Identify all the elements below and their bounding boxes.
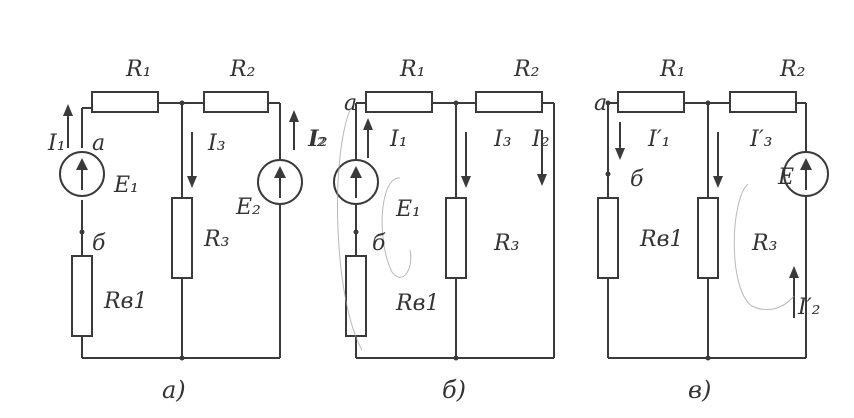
diagram-b-loop-sketch	[381, 177, 412, 278]
diagram-a-node-top	[179, 100, 185, 106]
diagram-a-current-i3-arrowhead	[187, 176, 197, 188]
diagram-a: R₁ R₂ R₃ Rв1 I₁ I₃ I₂ E₁ E₂ а б а)	[47, 57, 326, 404]
diagram-b-node-b	[353, 229, 359, 235]
diagram-a-label-i3: I₃	[207, 131, 226, 156]
diagram-a-resistor-rv1	[71, 255, 93, 337]
diagram-b-label-rv1: Rв1	[395, 291, 439, 316]
diagram-b-node-bottom	[453, 355, 459, 361]
diagram-c-resistor-r1	[617, 91, 685, 113]
diagram-b-current-i3-arrowhead	[461, 176, 471, 188]
diagram-a-resistor-r2	[203, 91, 269, 113]
diagram-b-source-e1-arrowhead	[350, 166, 362, 178]
diagram-c-resistor-rv1	[597, 197, 619, 279]
diagram-b-label-node-a: а	[344, 91, 357, 116]
diagram-b-resistor-r2	[475, 91, 543, 113]
diagram-c-label-node-b: б	[630, 167, 644, 192]
diagram-b-label-r2: R₂	[513, 57, 539, 82]
diagram-b-resistor-r3	[445, 197, 467, 279]
diagram-a-label-e2: E₂	[235, 195, 261, 220]
diagram-c-loop-sketch	[733, 183, 795, 311]
diagram-b-pencil-stroke	[337, 109, 363, 351]
diagram-c-label-r2: R₂	[779, 57, 805, 82]
diagram-b-node-top	[453, 100, 459, 106]
diagram-c-node-b	[605, 171, 611, 177]
diagram-b-label-node-b: б	[372, 231, 386, 256]
diagram-c-label-i1: I′₁	[647, 127, 671, 152]
diagram-c-resistor-r3	[697, 197, 719, 279]
diagram-b-label-e1: E₁	[395, 197, 421, 222]
diagram-a-source-e2-arrowhead	[274, 166, 286, 178]
diagram-c-node-a	[605, 100, 611, 106]
diagram-a-label-rv1: Rв1	[103, 289, 147, 314]
diagram-c-label-r3: R₃	[751, 231, 777, 256]
diagram-c-label-i2: I′₂	[797, 295, 821, 320]
diagram-b: R₁ R₂ R₃ Rв1 I₁ I₃ I₂ I₂ E₁ а б б)	[309, 57, 555, 404]
diagram-c: R₁ R₂ R₃ Rв1 I′₁ I′₃ I′₂ E а б в)	[594, 57, 829, 404]
diagram-c-label-rv1: Rв1	[639, 227, 683, 252]
diagram-b-current-i1-arrowhead	[363, 118, 373, 130]
diagram-c-node-top	[705, 100, 711, 106]
diagram-c-label-e: E	[777, 165, 794, 190]
diagram-b-label-i1: I₁	[389, 127, 408, 152]
diagram-a-label-node-a: а	[92, 131, 105, 156]
diagram-b-resistor-rv1	[345, 255, 367, 337]
diagram-a-node-b	[79, 229, 85, 235]
diagram-a-current-i1-arrowhead	[63, 104, 73, 116]
diagram-a-resistor-r1	[91, 91, 159, 113]
diagram-a-caption: а)	[162, 376, 186, 404]
diagram-a-node-bottom	[179, 355, 185, 361]
diagram-b-resistor-r1	[365, 91, 433, 113]
diagram-a-label-i1: I₁	[47, 131, 66, 156]
diagram-b-caption: б)	[442, 376, 466, 404]
diagram-b-label-i2: I₂	[531, 127, 550, 152]
diagram-a-current-i2-arrowhead	[289, 110, 299, 122]
diagram-c-caption: в)	[688, 376, 711, 404]
diagram-c-label-r1: R₁	[659, 57, 685, 82]
diagram-c-source-e2-arrowhead	[800, 158, 812, 170]
diagram-b-label-i2-left: I₂	[309, 127, 328, 152]
diagram-a-source-e1-arrowhead	[76, 158, 88, 170]
diagram-c-label-node-a: а	[594, 91, 607, 116]
diagram-a-label-r3: R₃	[203, 227, 229, 252]
diagram-c-current-i1-arrowhead	[615, 148, 625, 160]
diagram-a-label-node-b: б	[92, 231, 106, 256]
diagram-b-label-i3: I₃	[493, 127, 512, 152]
diagram-a-label-r2: R₂	[229, 57, 255, 82]
diagram-b-current-i2-arrowhead	[537, 174, 547, 186]
diagram-c-current-i2-arrowhead	[789, 266, 799, 278]
diagram-c-node-bottom	[705, 355, 711, 361]
diagram-b-label-r3: R₃	[493, 231, 519, 256]
diagram-b-label-r1: R₁	[399, 57, 425, 82]
diagram-c-current-i3-arrowhead	[713, 176, 723, 188]
diagram-a-label-i2: I₂	[307, 127, 326, 152]
diagram-a-label-e1: E₁	[113, 173, 139, 198]
diagram-c-label-i3: I′₃	[749, 127, 773, 152]
diagram-c-resistor-r2	[729, 91, 797, 113]
diagram-a-resistor-r3	[171, 197, 193, 279]
diagram-a-label-r1: R₁	[125, 57, 151, 82]
